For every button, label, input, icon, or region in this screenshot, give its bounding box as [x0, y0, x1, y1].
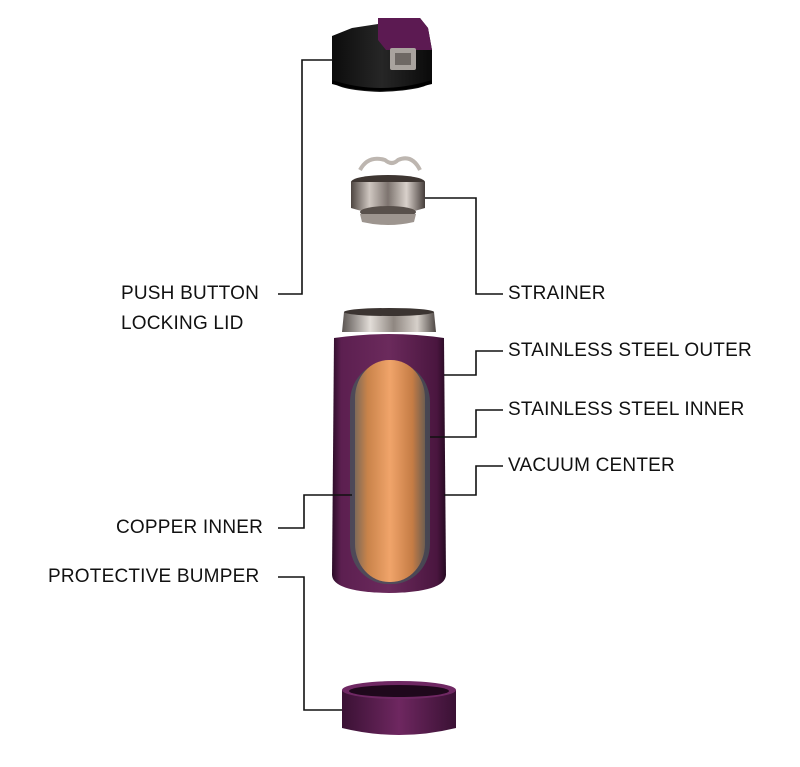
leader-lines	[278, 59, 503, 711]
leader-push-button	[278, 59, 333, 295]
lid	[332, 18, 432, 92]
leader-copper-inner	[278, 494, 352, 529]
label-copper-inner: COPPER INNER	[116, 517, 264, 538]
label-push-button-line1: PUSH BUTTON	[121, 283, 260, 304]
leader-protective-bumper	[278, 576, 342, 711]
label-vacuum-center: VACUUM CENTER	[508, 455, 675, 476]
label-strainer: STRAINER	[508, 283, 606, 304]
label-stainless-outer: STAINLESS STEEL OUTER	[508, 340, 752, 361]
leader-strainer	[425, 197, 503, 295]
label-stainless-inner: STAINLESS STEEL INNER	[508, 399, 745, 420]
label-push-button-line2: LOCKING LID	[121, 313, 244, 334]
leader-stainless-inner	[430, 409, 503, 438]
protective-bumper	[342, 681, 456, 735]
leader-stainless-outer	[444, 350, 503, 376]
leader-vacuum-center	[444, 465, 503, 496]
label-protective-bumper: PROTECTIVE BUMPER	[48, 566, 260, 587]
strainer	[351, 156, 425, 225]
bottle-body	[332, 308, 446, 593]
